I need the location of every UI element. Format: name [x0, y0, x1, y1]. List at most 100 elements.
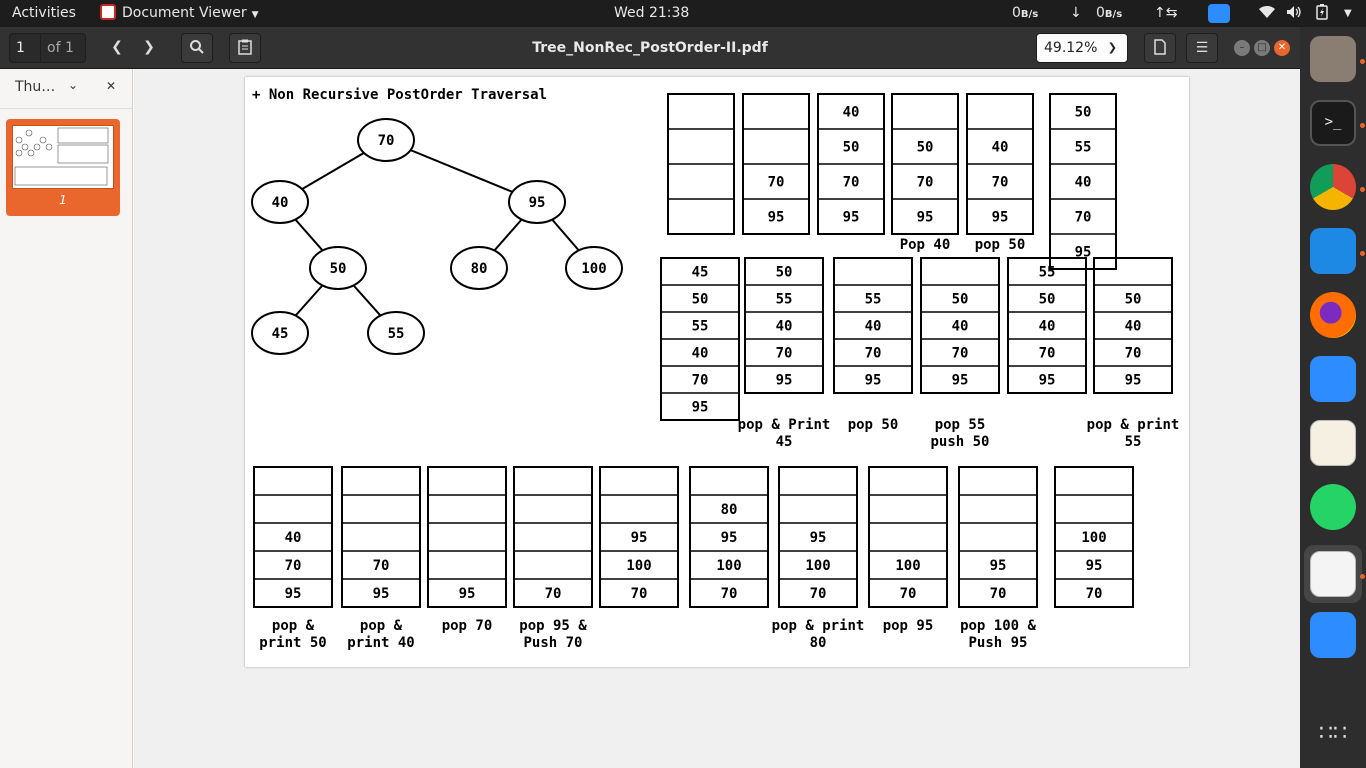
system-menu-chevron-icon[interactable]: ▼ [1344, 8, 1352, 19]
net-down-unit: B/s [1104, 9, 1123, 20]
text-editor-icon[interactable] [1310, 420, 1356, 466]
page-number-input[interactable]: 1 [16, 40, 25, 56]
thumbnail-image [12, 125, 114, 189]
annotations-button[interactable] [229, 33, 261, 63]
tree-node [251, 180, 309, 224]
stack-cell-value: 50 [1075, 105, 1092, 121]
sidebar: Thu… ⌄ ✕ 1 [0, 69, 133, 768]
zoom-icon-2[interactable] [1310, 612, 1356, 658]
vscode-icon[interactable] [1310, 228, 1356, 274]
chevron-down-icon[interactable]: ⌄ [68, 78, 79, 92]
stack-caption: pop & Print [738, 417, 831, 433]
main-menu-button[interactable]: ☰ [1186, 33, 1218, 63]
tree-node-label: 50 [330, 261, 347, 277]
stack-cell-value: 70 [992, 175, 1009, 191]
stack-caption: print 40 [347, 635, 414, 651]
previous-page-button[interactable]: ❮ [101, 33, 133, 63]
zoom-selector[interactable]: 49.12% ❯ [1036, 33, 1128, 63]
stack-cell-value: 55 [865, 292, 882, 308]
stack-cell-value: 95 [1075, 245, 1092, 261]
net-down-indicator[interactable]: 0B/s [1096, 0, 1122, 27]
battery-icon[interactable] [1316, 0, 1328, 27]
stack-frame [958, 466, 1038, 608]
stack-cell-value: 95 [285, 586, 302, 602]
next-page-button[interactable]: ❯ [133, 33, 165, 63]
terminal-icon[interactable]: >_ [1310, 100, 1356, 146]
chrome-icon[interactable] [1310, 164, 1356, 210]
stack-cell-value: 70 [721, 586, 738, 602]
stack-caption: pop 100 & [960, 618, 1036, 634]
stack-cell-value: 70 [952, 346, 969, 362]
header-bar: 1 of 1 ❮ ❯ Tree_NonRec_PostOrder-II.pdf … [0, 27, 1300, 69]
stack-cell-value: 95 [768, 210, 785, 226]
stack-cell-value: 70 [1125, 346, 1142, 362]
search-button[interactable] [181, 33, 213, 63]
app-menu[interactable]: Document Viewer ▼ [100, 0, 259, 27]
stack-frame [513, 466, 593, 608]
stack-cell-value: 95 [692, 400, 709, 416]
net-up-indicator[interactable]: 0B/s [1012, 0, 1038, 27]
stack-caption: pop 70 [442, 618, 493, 634]
volume-icon[interactable] [1286, 0, 1302, 27]
document-title: Tree_NonRec_PostOrder-II.pdf [532, 40, 768, 56]
stack-cell-value: 55 [692, 319, 709, 335]
stack-cell-value: 40 [1075, 175, 1092, 191]
chevron-down-icon: ▼ [251, 10, 259, 20]
stack-cell-value: 95 [1086, 558, 1103, 574]
stack-frame [599, 466, 679, 608]
zoom-icon[interactable] [1310, 356, 1356, 402]
show-applications-icon[interactable]: ∷∷ [1319, 721, 1347, 746]
stack-cell-value: 40 [1125, 319, 1142, 335]
stack-frame [253, 466, 333, 608]
stack-cell-value: 55 [776, 292, 793, 308]
maximize-button[interactable]: □ [1254, 40, 1270, 56]
close-button[interactable]: ✕ [1274, 40, 1290, 56]
zoom-value[interactable]: 49.12% [1044, 40, 1098, 56]
stack-cell-value: 70 [285, 558, 302, 574]
document-viewer-dock-icon[interactable] [1310, 551, 1356, 597]
stack-frame [1007, 257, 1087, 394]
page-thumbnail[interactable]: 1 [6, 119, 120, 216]
sidebar-mode-selector[interactable]: Thu… [15, 79, 56, 95]
page-selector[interactable]: 1 of 1 [9, 33, 86, 63]
file-manager-icon[interactable] [1310, 36, 1356, 82]
page-mode-button[interactable] [1144, 33, 1176, 63]
activities-button[interactable]: Activities [12, 5, 76, 21]
close-sidebar-icon[interactable]: ✕ [106, 79, 117, 93]
stack-cell-value: 95 [631, 530, 648, 546]
stack-caption: pop & print [772, 618, 865, 634]
wifi-icon[interactable] [1258, 0, 1276, 27]
stack-cell-value: 95 [459, 586, 476, 602]
whatsapp-icon[interactable] [1310, 484, 1356, 530]
stack-cell-value: 95 [843, 210, 860, 226]
app-menu-label: Document Viewer [122, 5, 247, 21]
stack-caption: Push 95 [968, 635, 1027, 651]
chevron-down-icon: ❯ [1107, 41, 1117, 54]
stack-cell-value: 50 [1125, 292, 1142, 308]
stack-caption: print 50 [259, 635, 326, 651]
minimize-button[interactable]: – [1234, 40, 1250, 56]
firefox-icon[interactable] [1310, 292, 1356, 338]
zoom-tray-icon[interactable] [1208, 4, 1230, 23]
chevron-left-icon: ❮ [111, 39, 123, 55]
stack-cell-value: 80 [721, 502, 738, 518]
clock[interactable]: Wed 21:38 [614, 5, 690, 21]
stack-caption: pop 50 [848, 417, 899, 433]
stack-frame [1054, 466, 1134, 608]
stack-cell-value: 70 [1039, 346, 1056, 362]
stack-caption: pop 55 [935, 417, 986, 433]
stack-caption: pop & print [1087, 417, 1180, 433]
tree-node [309, 246, 367, 290]
tree-node-label: 80 [471, 261, 488, 277]
